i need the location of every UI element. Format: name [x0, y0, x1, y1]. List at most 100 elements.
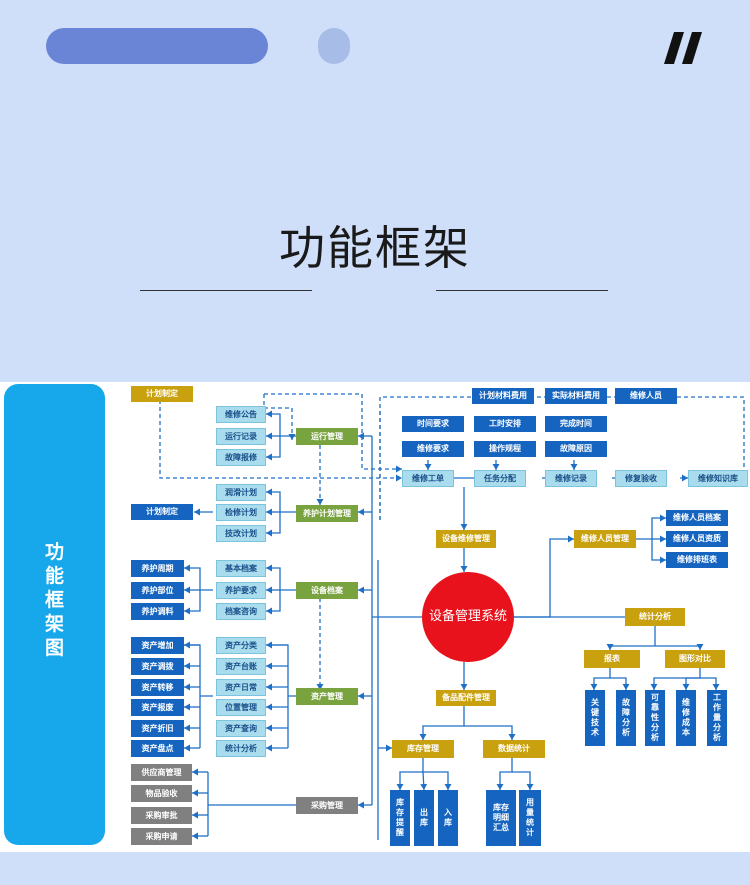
connector-arrow: [184, 703, 190, 711]
node-asset-management: 资产管理: [296, 688, 358, 705]
node-repair-requirement: 维修要求: [402, 441, 464, 457]
connector-line: [266, 413, 296, 437]
connector-arrow: [266, 683, 272, 691]
node-maintenance-cycle: 养护周期: [131, 560, 184, 577]
connector-arrow: [358, 801, 364, 809]
connector-arrow: [358, 432, 364, 440]
node-inventory-management: 库存管理: [392, 740, 454, 758]
connector-arrow: [192, 811, 198, 819]
connector-line: [266, 512, 281, 534]
connector-arrow: [266, 432, 272, 440]
connector-arrow: [496, 784, 504, 790]
connector-arrow: [184, 683, 190, 691]
connector-arrow: [184, 744, 190, 752]
node-overhaul-plan: 检修计划: [216, 504, 266, 521]
connector-arrow: [358, 508, 364, 516]
connector-line: [266, 491, 296, 513]
node-asset-add: 资产增加: [131, 637, 184, 654]
connector-arrow: [266, 529, 272, 537]
node-work-order: 维修工单: [402, 470, 454, 487]
connector-arrow: [460, 566, 468, 572]
connector-arrow: [712, 684, 720, 690]
node-asset-transfer-alloc: 资产调拨: [131, 658, 184, 675]
connector-arrow: [419, 734, 427, 740]
connector-arrow: [570, 464, 578, 470]
node-fault-cause: 故障原因: [545, 441, 607, 457]
node-maintenance-material: 养护调料: [131, 603, 184, 620]
node-goods-acceptance: 物品验收: [131, 785, 192, 802]
node-equipment-archive: 设备档案: [296, 582, 358, 599]
node-repair-management: 设备维修管理: [436, 530, 496, 548]
connector-line: [264, 393, 402, 470]
node-asset-scrap: 资产报废: [131, 699, 184, 716]
node-usage-stats: 用量统计: [519, 790, 541, 846]
connector-line: [505, 538, 574, 618]
connector-line: [499, 758, 513, 790]
connector-arrow: [184, 662, 190, 670]
node-location-management: 位置管理: [216, 699, 266, 716]
node-reports: 报表: [584, 650, 640, 668]
double-slash-icon: [664, 32, 702, 64]
node-operation-plan: 计划制定: [131, 386, 193, 402]
node-repair-staff: 维修人员: [615, 388, 677, 404]
connector-arrow: [266, 586, 272, 594]
connector-arrow: [184, 586, 190, 594]
connector-arrow: [420, 783, 428, 790]
connector-arrow: [568, 535, 574, 543]
connector-arrow: [266, 744, 272, 752]
connector-arrow: [266, 607, 272, 615]
connector-arrow: [266, 564, 272, 572]
node-purchase-approval: 采购审批: [131, 807, 192, 824]
node-staff-archive: 维修人员档案: [666, 510, 728, 526]
connector-line: [464, 725, 513, 740]
node-staff-roster: 维修排班表: [666, 552, 728, 568]
header-dot: [318, 28, 350, 64]
connector-arrow: [184, 724, 190, 732]
node-task-assign: 任务分配: [474, 470, 526, 487]
connector-line: [593, 668, 611, 690]
node-fault-report: 故障报修: [216, 449, 266, 466]
connector-arrow: [358, 586, 364, 594]
connector-arrow: [358, 692, 364, 700]
node-plan-material-cost: 计划材料费用: [472, 388, 534, 404]
node-staff-management: 维修人员管理: [574, 530, 636, 548]
connector-line: [512, 771, 531, 790]
node-repair-notice: 维修公告: [216, 406, 266, 423]
connector-arrow: [316, 499, 324, 505]
header-pill: [46, 28, 268, 64]
connector-arrow: [396, 465, 402, 473]
node-spare-parts: 备品配件管理: [436, 690, 496, 706]
node-purchase-request: 采购申请: [131, 828, 192, 845]
connector-arrow: [660, 556, 666, 564]
connector-arrow: [682, 684, 690, 690]
node-operation-management: 运行管理: [296, 428, 358, 445]
node-asset-category: 资产分类: [216, 637, 266, 654]
node-maintenance-plan-node: 计划制定: [131, 504, 193, 520]
connector-arrow: [386, 744, 392, 752]
node-key-tech: 关键技术: [585, 690, 605, 746]
page-title: 功能框架: [279, 221, 471, 275]
connector-line: [266, 590, 281, 612]
connector-arrow: [660, 514, 666, 522]
connector-line: [263, 394, 293, 440]
connector-arrow: [606, 644, 614, 650]
connector-line: [399, 758, 424, 790]
connector-arrow: [266, 488, 272, 496]
connector-line: [184, 567, 213, 591]
connector-arrow: [266, 724, 272, 732]
connector-arrow: [192, 789, 198, 797]
node-center-system: 设备管理系统: [422, 572, 514, 662]
connector-arrow: [266, 410, 272, 418]
connector-arrow: [184, 564, 190, 572]
node-repair-record: 维修记录: [545, 470, 597, 487]
node-retrofit-plan: 技改计划: [216, 525, 266, 542]
connector-arrow: [192, 832, 198, 840]
connector-arrow: [460, 684, 468, 690]
node-time-requirement: 时间要求: [402, 416, 464, 432]
connector-arrow: [650, 684, 658, 690]
connector-line: [653, 668, 701, 690]
connector-arrow: [396, 474, 402, 482]
connector-line: [636, 517, 666, 540]
connector-arrow: [266, 662, 272, 670]
connector-arrow: [184, 607, 190, 615]
